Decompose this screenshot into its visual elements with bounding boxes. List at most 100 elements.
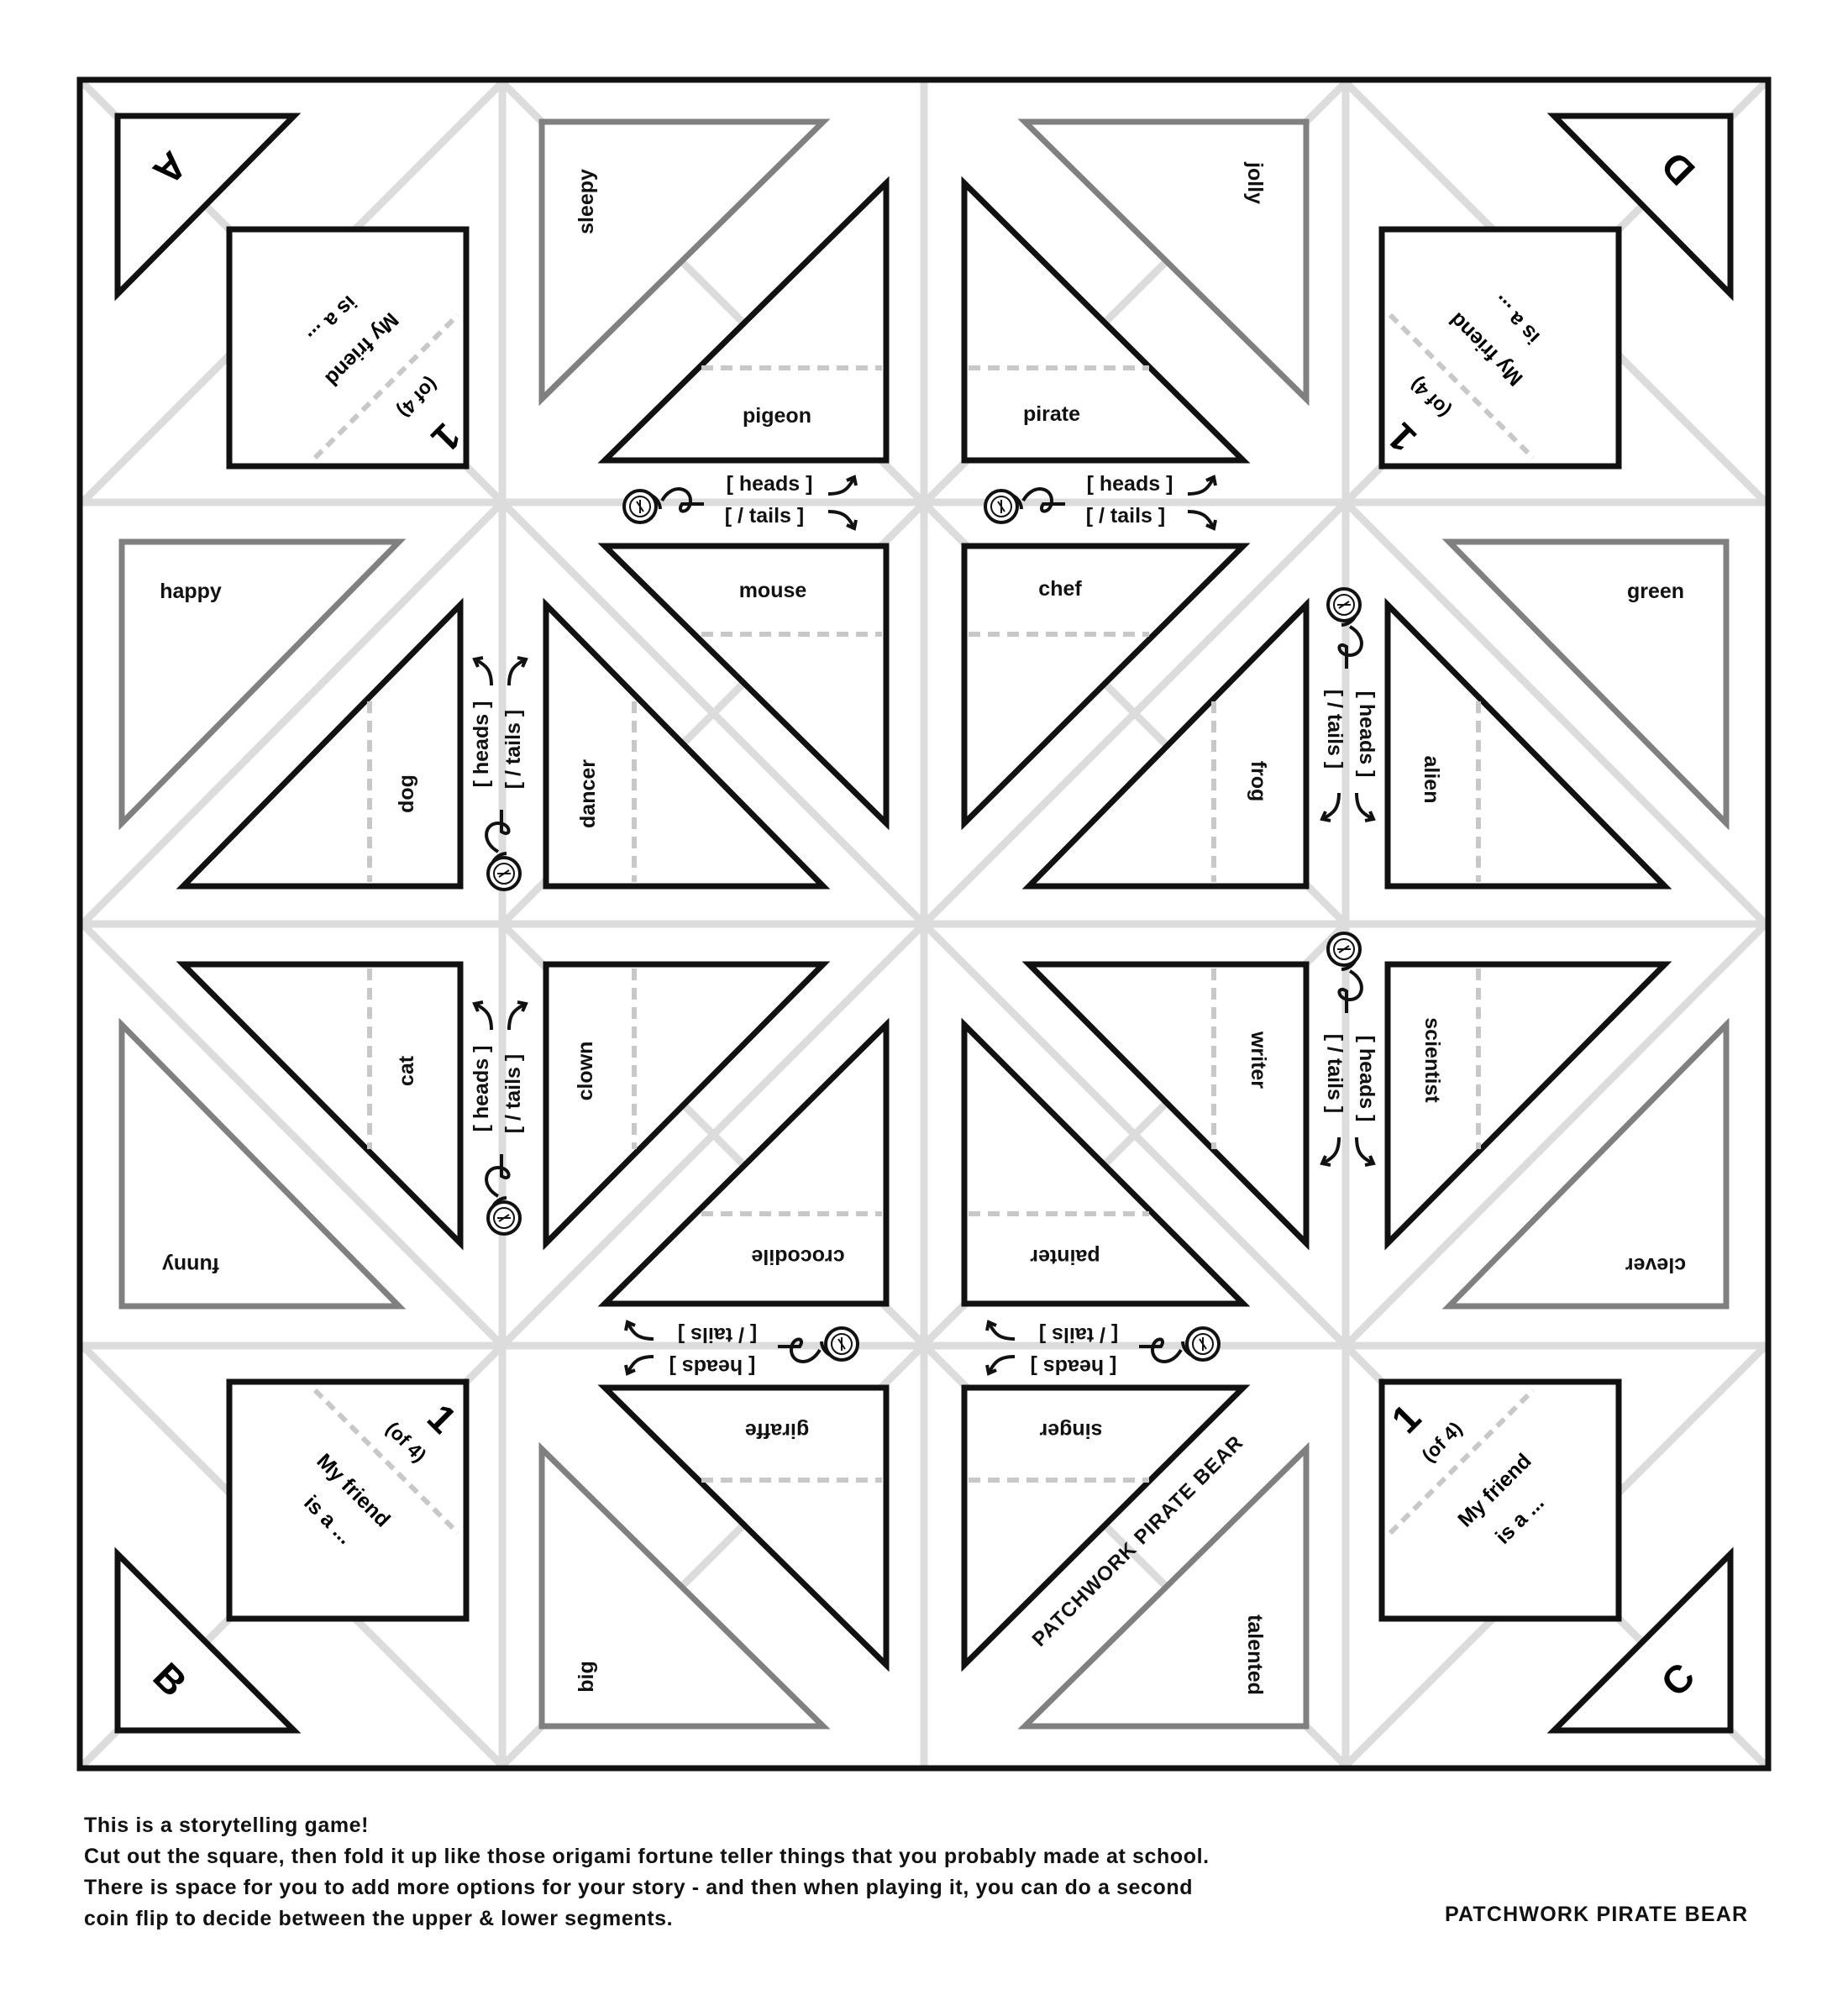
footer-brand: PATCHWORK PIRATE BEAR xyxy=(1445,1903,1749,1926)
coin-icon xyxy=(622,489,662,524)
arrow-down-icon xyxy=(1320,1136,1341,1167)
coin-flip-bottom-left: [ heads ] [ / tails ] xyxy=(624,1320,859,1378)
corner-b: B My friend is a ... 1 (of 4) xyxy=(114,1378,470,1734)
coin-icon xyxy=(820,1326,859,1362)
arrow-down-icon xyxy=(985,1320,1016,1341)
adjective-big: big xyxy=(575,1661,598,1693)
coin-heads-top-right: [ heads ] xyxy=(1087,472,1173,496)
character-triangle-clown xyxy=(543,961,831,1251)
adjective-triangle-big xyxy=(538,1441,831,1730)
coin-tails-top-left: [ / tails ] xyxy=(725,504,804,528)
character-triangle-painter xyxy=(961,1017,1251,1307)
arrow-up-icon xyxy=(1355,791,1375,822)
arrow-down-icon xyxy=(507,656,528,687)
coin-icon xyxy=(984,489,1023,524)
arrow-down-icon xyxy=(827,510,858,530)
corner-a: A My friend is a ... 1 (of 4) xyxy=(114,113,470,470)
character-triangle-dancer xyxy=(543,597,831,890)
coin-tails-top-right: [ / tails ] xyxy=(1086,504,1165,528)
coin-heads-right-lower: [ heads ] xyxy=(1355,1036,1378,1122)
character-scientist: scientist xyxy=(1420,1017,1444,1103)
instruction-line: This is a storytelling game! xyxy=(84,1814,370,1837)
coin-heads-bottom-right: [ heads ] xyxy=(1031,1355,1117,1378)
character-pigeon: pigeon xyxy=(743,404,811,428)
character-giraffe: giraffe xyxy=(745,1419,810,1442)
arrow-up-icon xyxy=(827,475,858,496)
coin-icon xyxy=(1181,1326,1221,1362)
adjective-green: green xyxy=(1627,580,1684,603)
adjective-triangle-sleepy xyxy=(538,118,831,407)
adjective-triangle-happy xyxy=(118,538,407,831)
corner-d: D My friend is a ... 1 (of 4) xyxy=(1378,113,1734,470)
corner-flap-d xyxy=(1546,113,1734,302)
arrow-down-icon xyxy=(507,1000,528,1032)
arrow-up-icon xyxy=(473,656,493,687)
coin-heads-left-lower: [ heads ] xyxy=(470,1046,493,1132)
coin-heads-right-upper: [ heads ] xyxy=(1355,691,1378,778)
character-pirate: pirate xyxy=(1023,402,1080,426)
corner-prompt-box-a xyxy=(226,226,470,470)
character-dog: dog xyxy=(395,774,418,813)
coin-flip-left-lower: [ heads ] [ / tails ] xyxy=(470,1000,528,1236)
adjective-triangle-green xyxy=(1441,538,1730,831)
coin-icon xyxy=(1326,587,1362,627)
character-triangle-cat xyxy=(176,961,464,1251)
adjective-triangle-talented xyxy=(1017,1441,1310,1730)
coin-tails-right-upper: [ / tails ] xyxy=(1323,690,1347,769)
arrow-down-icon xyxy=(1320,791,1341,822)
coin-heads-bottom-left: [ heads ] xyxy=(669,1355,756,1378)
arrow-up-icon xyxy=(1355,1136,1375,1167)
character-triangle-crocodile xyxy=(597,1017,890,1307)
coin-tails-left-lower: [ / tails ] xyxy=(501,1054,525,1133)
instruction-line: Cut out the square, then fold it up like… xyxy=(84,1845,1210,1868)
character-singer: singer xyxy=(1039,1419,1102,1442)
instructions: This is a storytelling game! Cut out the… xyxy=(84,1810,1344,1935)
coin-icon xyxy=(486,1196,522,1236)
character-triangle-frog xyxy=(1021,597,1310,890)
character-triangle-giraffe xyxy=(597,1384,890,1672)
arrow-up-icon xyxy=(473,1000,493,1032)
character-chef: chef xyxy=(1038,577,1082,601)
arrow-up-icon xyxy=(1186,475,1217,496)
character-dancer: dancer xyxy=(576,759,600,828)
character-triangle-chef xyxy=(961,543,1251,831)
adjective-triangle-jolly xyxy=(1017,118,1310,407)
character-triangle-scientist xyxy=(1384,961,1672,1251)
character-clown: clown xyxy=(574,1042,597,1101)
character-triangle-alien xyxy=(1384,597,1672,890)
corner-flap-c xyxy=(1546,1546,1734,1734)
character-alien: alien xyxy=(1420,756,1443,804)
character-frog: frog xyxy=(1247,761,1270,802)
dashed-dividers xyxy=(367,365,1481,1483)
character-crocodile: crocodile xyxy=(751,1245,844,1268)
coin-tails-bottom-right: [ / tails ] xyxy=(1039,1323,1118,1347)
coin-flip-left-upper: [ heads ] [ / tails ] xyxy=(470,656,528,891)
character-triangle-singer xyxy=(961,1384,1251,1672)
instruction-line: coin flip to decide between the upper & … xyxy=(84,1907,674,1930)
character-triangle-pirate xyxy=(961,176,1251,464)
coin-tails-right-lower: [ / tails ] xyxy=(1323,1034,1347,1113)
coin-flip-bottom-right: [ heads ] [ / tails ] xyxy=(985,1320,1221,1378)
character-cat: cat xyxy=(395,1055,418,1086)
adjective-jolly: jolly xyxy=(1243,161,1267,204)
adjective-sleepy: sleepy xyxy=(575,169,598,234)
adjective-triangle-clever xyxy=(1441,1017,1730,1310)
character-mouse: mouse xyxy=(739,579,807,602)
coin-flip-right-lower: [ heads ] [ / tails ] xyxy=(1320,932,1378,1167)
adjective-triangle-funny xyxy=(118,1017,407,1310)
coin-tails-bottom-left: [ / tails ] xyxy=(678,1323,757,1347)
corner-flap-b xyxy=(114,1546,302,1734)
character-painter: painter xyxy=(1030,1245,1100,1268)
coin-icon xyxy=(486,852,522,891)
coin-heads-left-upper: [ heads ] xyxy=(470,701,493,788)
character-triangle-pigeon xyxy=(597,176,890,464)
character-triangle-writer xyxy=(1021,961,1310,1251)
adjective-clever: clever xyxy=(1625,1253,1687,1277)
coin-flip-right-upper: [ heads ] [ / tails ] xyxy=(1320,587,1378,822)
character-triangle-dog xyxy=(176,597,464,890)
adjective-talented: talented xyxy=(1243,1614,1267,1695)
corner-flap-a xyxy=(114,113,302,302)
character-triangle-mouse xyxy=(597,543,890,831)
corner-c: C My friend is a ... 1 (of 4) xyxy=(1378,1378,1734,1734)
